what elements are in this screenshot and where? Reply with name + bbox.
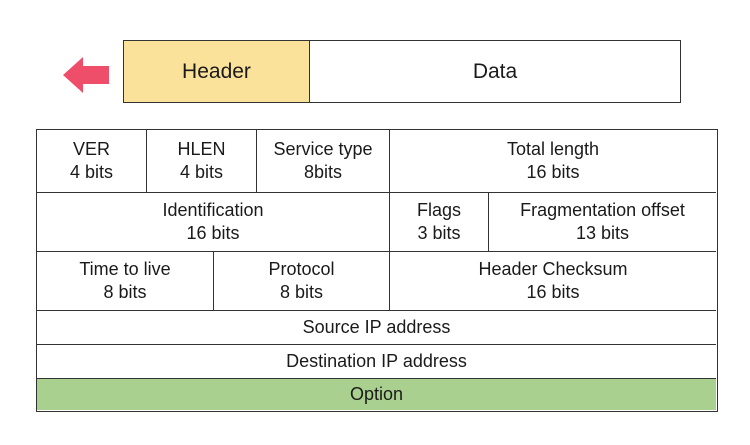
left-arrow-icon — [63, 57, 109, 93]
field-size: 3 bits — [417, 223, 461, 243]
field-hlen: HLEN 4 bits — [146, 130, 256, 192]
field-option: Option — [37, 378, 716, 410]
field-name: Service type — [273, 139, 373, 159]
field-total-length: Total length 16 bits — [389, 130, 716, 192]
packet-data-segment: Data — [310, 41, 680, 102]
field-name: Flags — [416, 200, 461, 220]
packet-header-segment: Header — [124, 41, 310, 102]
field-name: Fragmentation offset — [520, 200, 685, 220]
field-size: 16 bits — [526, 282, 580, 302]
field-time-to-live: Time to live 8 bits — [37, 251, 213, 310]
packet-header-label: Header — [182, 59, 251, 83]
field-name: Time to live — [79, 259, 171, 279]
field-name: VER — [72, 139, 110, 159]
field-name: Destination IP address — [286, 351, 467, 371]
field-source-ip: Source IP address — [37, 310, 716, 344]
field-size: 8bits — [303, 162, 343, 182]
ip-header-table: VER 4 bits HLEN 4 bits Service type 8bit… — [36, 129, 718, 412]
field-header-checksum: Header Checksum 16 bits — [389, 251, 716, 310]
field-size: 8 bits — [103, 282, 147, 302]
field-size: 8 bits — [279, 282, 324, 302]
field-name: Option — [349, 384, 404, 404]
field-identification: Identification 16 bits — [37, 192, 389, 251]
field-service-type: Service type 8bits — [256, 130, 389, 192]
field-size: 4 bits — [179, 162, 224, 182]
field-size: 13 bits — [575, 223, 630, 243]
field-size: 16 bits — [186, 223, 240, 243]
field-protocol: Protocol 8 bits — [213, 251, 389, 310]
packet-bar: Header Data — [123, 40, 681, 103]
field-fragmentation-offset: Fragmentation offset 13 bits — [488, 192, 716, 251]
field-name: Header Checksum — [478, 259, 628, 279]
field-name: Identification — [162, 200, 264, 220]
field-ver: VER 4 bits — [37, 130, 146, 192]
field-size: 16 bits — [526, 162, 580, 182]
field-name: Total length — [506, 139, 600, 159]
field-size: 4 bits — [69, 162, 114, 182]
field-name: Protocol — [268, 259, 335, 279]
field-name: HLEN — [177, 139, 226, 159]
field-destination-ip: Destination IP address — [37, 344, 716, 378]
field-name: Source IP address — [302, 317, 451, 337]
packet-data-label: Data — [472, 59, 518, 83]
field-flags: Flags 3 bits — [389, 192, 488, 251]
